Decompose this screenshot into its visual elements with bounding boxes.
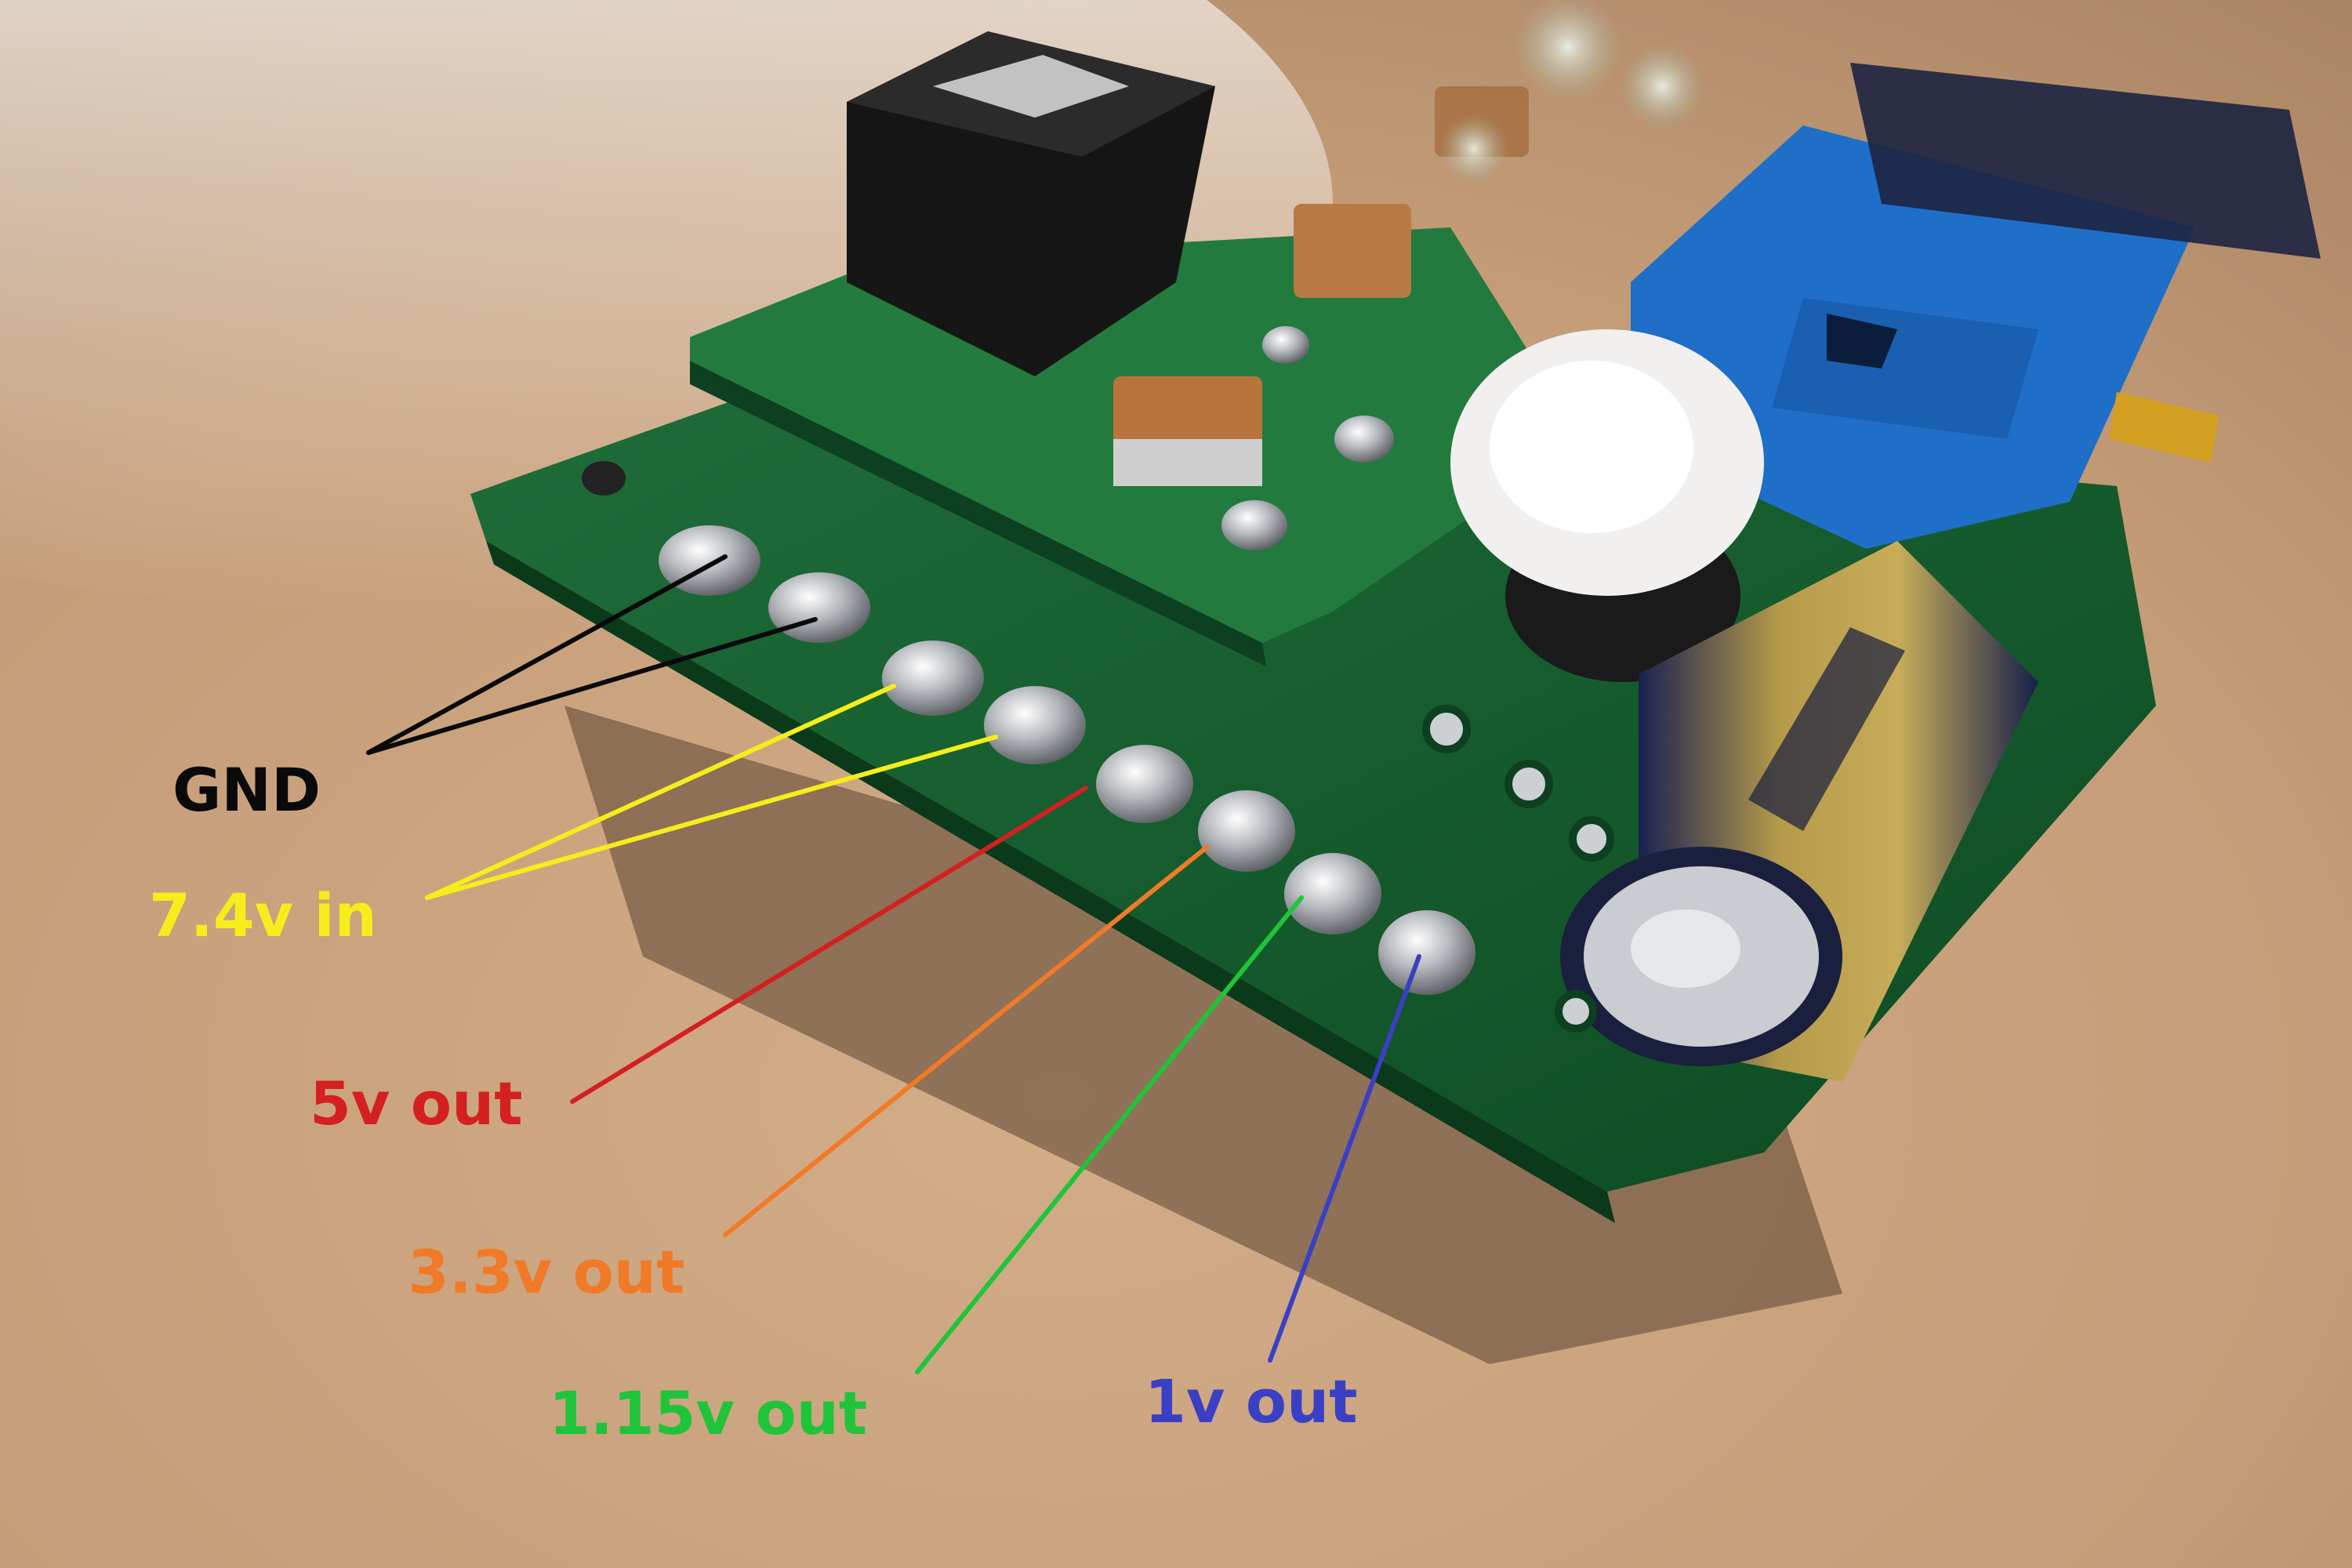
v5-leader [570,786,1088,1104]
gnd-leader-2 [366,617,818,755]
vin-leader-2 [425,735,998,900]
label-1v: 1v out [1145,1367,1358,1436]
v115-leader [915,895,1304,1374]
gnd-leader-1 [366,554,728,755]
v33-leader [723,844,1210,1237]
v1-leader [1268,954,1421,1363]
label-3v3: 3.3v out [408,1237,685,1307]
label-1v15: 1.15v out [549,1378,868,1448]
label-vin: 7.4v in [149,880,377,950]
vin-leader-1 [425,684,896,900]
label-gnd: GND [172,755,321,825]
label-5v: 5v out [310,1069,523,1138]
